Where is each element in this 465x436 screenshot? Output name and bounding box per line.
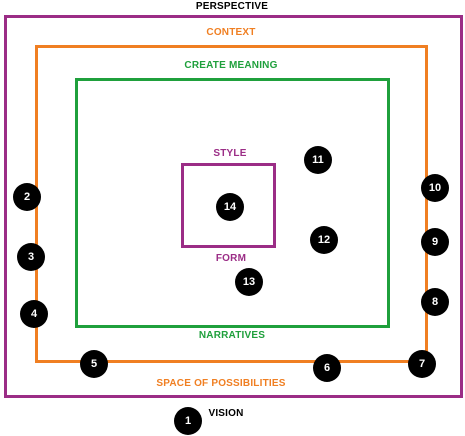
- badge-8: 8: [421, 288, 449, 316]
- space-of-possibilities-label: SPACE OF POSSIBILITIES: [156, 378, 286, 389]
- badge-6: 6: [313, 354, 341, 382]
- badge-14: 14: [216, 193, 244, 221]
- badge-9: 9: [421, 228, 449, 256]
- badge-10: 10: [421, 174, 449, 202]
- style-label: STYLE: [213, 148, 247, 159]
- badge-12: 12: [310, 226, 338, 254]
- badge-4: 4: [20, 300, 48, 328]
- badge-1: 1: [174, 407, 202, 435]
- badge-11: 11: [304, 146, 332, 174]
- perspective-frame: [4, 15, 463, 398]
- vision-label: VISION: [208, 408, 244, 419]
- create-meaning-label: CREATE MEANING: [184, 60, 278, 71]
- perspective-label: PERSPECTIVE: [195, 1, 269, 12]
- badge-2: 2: [13, 183, 41, 211]
- badge-7: 7: [408, 350, 436, 378]
- create-meaning-frame: [75, 78, 390, 328]
- style-frame: [181, 163, 276, 248]
- context-label: CONTEXT: [206, 27, 256, 38]
- badge-3: 3: [17, 243, 45, 271]
- badge-5: 5: [80, 350, 108, 378]
- form-label: FORM: [215, 253, 247, 264]
- narratives-label: NARRATIVES: [198, 330, 266, 341]
- badge-13: 13: [235, 268, 263, 296]
